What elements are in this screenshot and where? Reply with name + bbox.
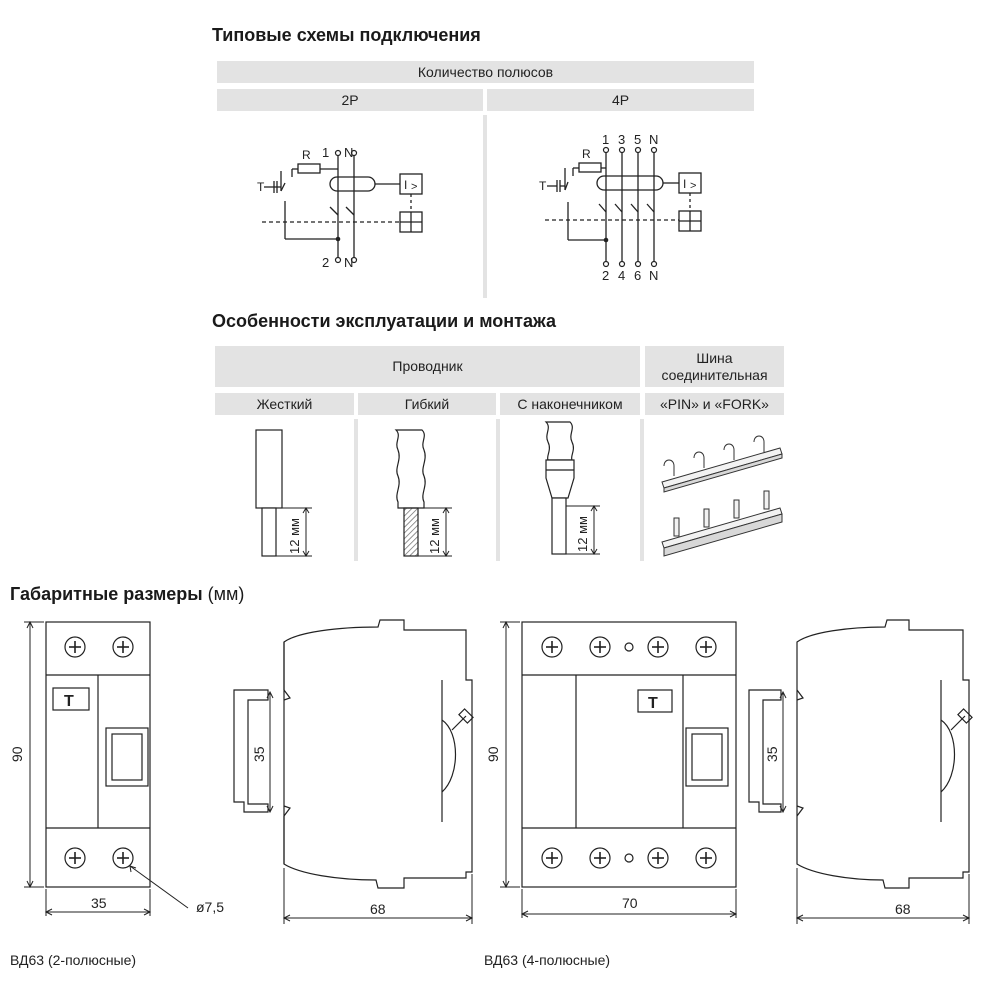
terminal-top-n: N [344,145,353,160]
test-button-label: T [539,179,547,193]
terminal-bottom-6: 6 [634,268,641,283]
operation-title: Особенности эксплуатации и монтажа [212,311,556,331]
rigid-conductor-drawing: 12 мм [255,429,312,557]
divider-1 [354,419,358,561]
flexible-conductor-label: Гибкий [358,393,496,415]
column-divider [483,115,487,298]
height-dimension: 90 [9,746,25,762]
busbar-header: Шина соединительная [645,346,784,387]
strip-length-label: 12 мм [427,518,442,554]
strip-length-label: 12 мм [287,518,302,554]
schemes-title: Типовые схемы подключения [212,25,481,45]
terminal-bottom-n: N [344,255,353,270]
width-dimension: 70 [622,895,638,911]
test-button-symbol: T [648,695,658,712]
terminal-top-5: 5 [634,132,641,147]
rail-dimension: 35 [764,746,780,762]
front-view-4p: T 90 70 [485,620,738,918]
svg-text:>: > [411,181,417,193]
resistor-label: R [582,147,591,161]
strip-length-label: 12 мм [575,516,590,552]
conductor-header: Проводник [215,346,640,387]
rigid-conductor-label: Жесткий [215,393,354,415]
terminal-top-3: 3 [618,132,625,147]
height-dimension: 90 [485,746,501,762]
divider-2 [496,419,500,561]
test-button-symbol: T [64,693,74,710]
svg-text:>: > [690,180,696,192]
resistor-label: R [302,148,311,162]
side-view-4p: 35 68 [748,619,973,924]
dimensions-title: Габаритные размеры (мм) [10,584,245,604]
test-button-label: T [257,180,265,194]
differential-relay-symbol: I [683,177,686,191]
divider-3 [640,419,644,561]
flexible-conductor-drawing: 12 мм [394,429,452,557]
wiring-diagram-2p: R T 1 N 2 N I > [257,145,423,270]
front-view-2p: T 90 35 ø7,5 [9,620,224,916]
busbar-drawing [661,435,783,557]
width-dimension: 35 [91,895,107,911]
lug-conductor-drawing: 12 мм [544,421,600,555]
differential-relay-symbol: I [404,178,407,192]
caption-2-pole: ВД63 (2-полюсные) [10,952,137,968]
depth-dimension: 68 [370,901,386,917]
rail-dimension: 35 [251,746,267,762]
hole-diameter: ø7,5 [196,899,224,915]
terminal-top-n: N [649,132,658,147]
depth-dimension: 68 [895,901,911,917]
caption-4-pole: ВД63 (4-полюсные) [484,952,611,968]
column-2p-header: 2P [217,89,483,111]
lug-conductor-label: С наконечником [500,393,640,415]
terminal-bottom-4: 4 [618,268,625,283]
terminal-top-1: 1 [602,132,609,147]
terminal-bottom-2: 2 [602,268,609,283]
terminal-top-1: 1 [322,145,329,160]
wiring-diagram-4p: R T 1 3 5 N 2 4 6 N I > [539,132,702,283]
busbar-type-label: «PIN» и «FORK» [645,393,784,415]
side-view-2p: 35 68 [233,619,474,924]
column-4p-header: 4P [487,89,754,111]
poles-header: Количество полюсов [217,61,754,83]
terminal-bottom-2: 2 [322,255,329,270]
terminal-bottom-n: N [649,268,658,283]
